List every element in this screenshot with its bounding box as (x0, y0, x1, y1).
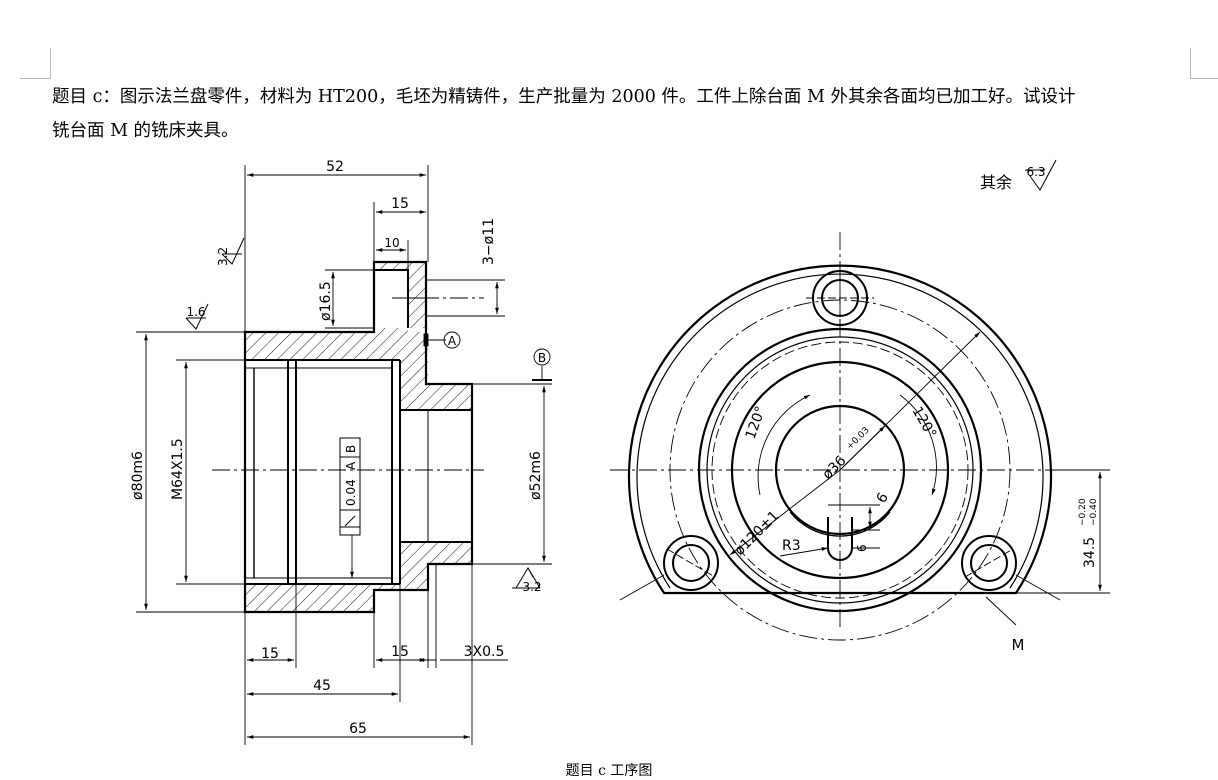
page-margin-corner-right (1190, 48, 1218, 79)
dim-height-tol-upper: −0.20 (1078, 498, 1088, 526)
dim-angle-1: 120° (743, 404, 770, 441)
flange-outline (627, 264, 1053, 595)
dim-flange-width: 15 (391, 196, 409, 212)
roughness-value-3: 3.2 (522, 580, 541, 594)
dim-slot-depth: 6 (855, 544, 869, 552)
task-line-2: 铣台面 M 的铣床夹具。 (52, 121, 239, 141)
dim-slot-width: 6 (874, 490, 892, 506)
dim-bore: ø36 (820, 453, 850, 483)
datum-b-label: B (538, 351, 546, 365)
surface-m-label: M (1012, 636, 1025, 654)
dim-height: 34.5 (1082, 537, 1098, 568)
end-view (610, 159, 1110, 641)
dim-spigot-dia: ø52m6 (528, 451, 544, 500)
dim-pcd: ø120±1 (732, 508, 783, 559)
dim-depth-65: 65 (349, 721, 367, 737)
section-dimension-lines (136, 165, 552, 745)
dim-height-tol-lower: −0.40 (1089, 498, 1099, 526)
dim-total-length: 52 (326, 159, 344, 175)
dim-chamfer: 3X0.5 (464, 644, 505, 660)
section-hatching (245, 262, 472, 612)
dim-depth-45: 45 (313, 678, 331, 694)
dim-hole-dia: ø16.5 (318, 281, 334, 321)
end-view-labels: 其余 6.3 ø36 +0.03 ø120±1 120° 120° R3 6 6… (732, 165, 1099, 654)
runout-datum-b: B (344, 445, 358, 453)
figure-caption: 题目 c 工序图 (565, 763, 653, 779)
roughness-symbols (185, 237, 541, 589)
dim-angle-2: 120° (909, 404, 940, 441)
section-centerlines (212, 297, 484, 471)
section-view (136, 165, 552, 745)
section-view-labels: 52 15 10 3−ø11 ø16.5 ø80m6 M64X1.5 ø52m6… (130, 159, 546, 737)
roughness-value-2: 1.6 (186, 305, 205, 319)
dim-right-groove: 15 (391, 644, 409, 660)
roughness-note-value: 6.3 (1026, 165, 1045, 179)
dim-bore-tol: +0.03 (845, 426, 872, 453)
page-margin-corner-left (20, 48, 51, 79)
roughness-note-label: 其余 (980, 173, 1012, 192)
runout-tolerance: 0.04 (344, 479, 358, 506)
dim-thread: M64X1.5 (170, 438, 186, 500)
bolt-hole-outline (374, 269, 409, 328)
bore (774, 404, 906, 536)
spigot-outer (697, 327, 983, 613)
dim-hole-depth: 10 (384, 236, 399, 250)
roughness-value-1: 3.2 (216, 247, 230, 266)
datum-a-label: A (448, 334, 457, 348)
bore-edge (730, 360, 950, 580)
end-view-dimension-lines (619, 331, 1110, 626)
runout-frame (339, 437, 361, 536)
task-line-1: 题目 c：图示法兰盘零件，材料为 HT200，毛坯为精铸件，生产批量为 2000… (52, 87, 1076, 107)
runout-datum-a: A (344, 461, 358, 470)
dim-left-groove: 15 (261, 646, 279, 662)
dim-hole-spec: 3−ø11 (481, 218, 497, 265)
keyway-slot (827, 517, 853, 561)
dim-outer-dia: ø80m6 (130, 451, 146, 500)
dim-radius: R3 (782, 538, 801, 554)
task-statement: 题目 c：图示法兰盘零件，材料为 HT200，毛坯为精铸件，生产批量为 2000… (52, 80, 1192, 148)
